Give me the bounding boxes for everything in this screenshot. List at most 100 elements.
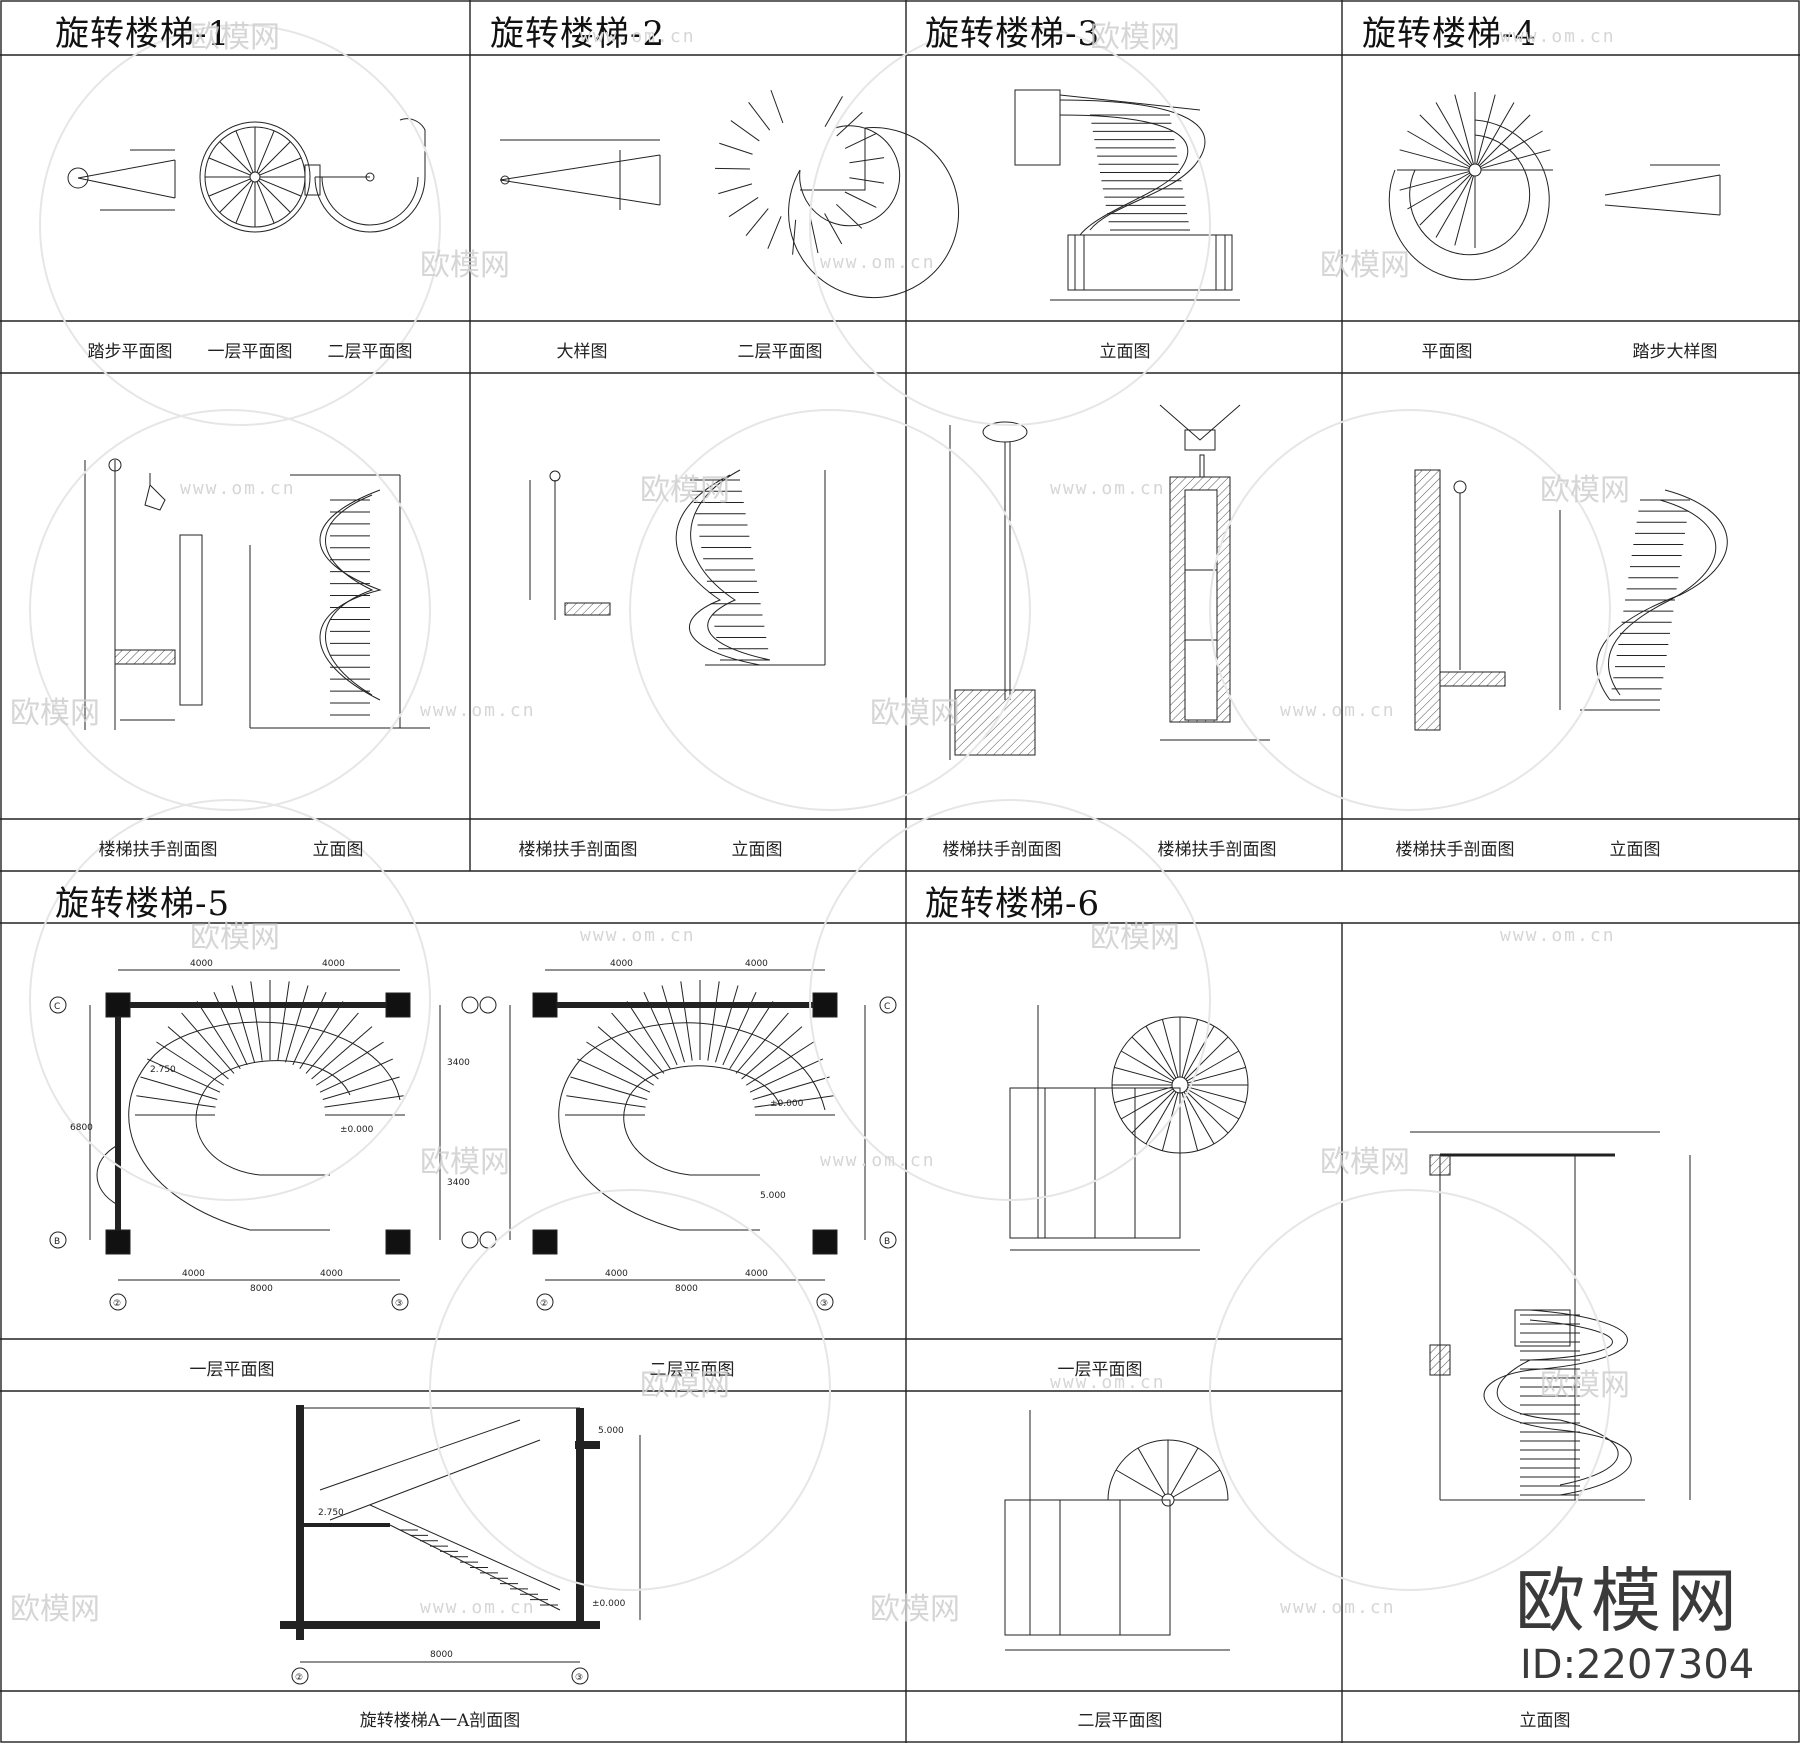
stair-tread-line: [722, 991, 757, 1066]
watermark-text: 欧模网: [10, 696, 100, 731]
stair-tread-line: [597, 1026, 659, 1080]
caption-s1-floor2-plan: 二层平面图: [327, 342, 413, 362]
stair-tread-line: [707, 981, 720, 1061]
stair-tread-line: [259, 157, 302, 176]
stair-tread-line: [208, 157, 251, 176]
s5-f2-dim-bottom-1: 4000: [605, 1269, 628, 1279]
s5-f1-grid-2: ②: [113, 1299, 121, 1309]
stair-tread-line: [1183, 1025, 1215, 1079]
s5-section: [280, 1405, 641, 1685]
s6-floor2-plan: [1004, 1410, 1230, 1651]
stair-tread-line: [1120, 1050, 1174, 1082]
stair-tread-line: [167, 1026, 229, 1080]
stair-tread-line: [748, 102, 771, 131]
stair-tread-line: [1454, 94, 1474, 165]
s5-f2-level-b: ±0.000: [770, 1099, 804, 1109]
stair-tread-line: [1114, 1066, 1173, 1084]
s5-f1-dim-top-1: 4000: [190, 959, 213, 969]
caption-s4-elevation: 立面图: [1609, 840, 1661, 860]
stair-tread-line: [1478, 114, 1531, 167]
s5-f1-dim-total: 8000: [250, 1284, 273, 1294]
stair-tread-line: [219, 180, 252, 213]
stair-tread-line: [1145, 1091, 1177, 1145]
caption-s3-handrail-b: 楼梯扶手剖面图: [1157, 840, 1277, 860]
stair-tread-line: [1172, 1469, 1221, 1498]
watermark-text: 欧模网: [640, 1368, 730, 1403]
watermark-url: www.om.cn: [1050, 478, 1166, 499]
stair-tread-line: [745, 208, 769, 236]
watermark-text: 欧模网: [190, 20, 280, 55]
stair-tread-line: [836, 111, 863, 137]
s5-sec-level-top: 5.000: [598, 1426, 624, 1436]
stair-tread-line: [566, 1095, 646, 1108]
s5-f1-grid-c: C: [54, 1002, 60, 1012]
stair-tread-line: [752, 1076, 830, 1100]
stair-tread-line: [213, 991, 248, 1066]
watermark-text: 欧模网: [10, 1592, 100, 1627]
stair-tread-line: [728, 197, 759, 218]
stair-tread-line: [770, 89, 784, 124]
stair-tread-line: [824, 96, 843, 127]
s2-detail: [499, 139, 661, 210]
stair-tread-line: [1480, 149, 1551, 169]
s5-f2-dim-top-1: 4000: [610, 959, 633, 969]
stair-tread-line: [277, 981, 290, 1061]
caption-s1-handrail: 楼梯扶手剖面图: [98, 840, 218, 860]
stair-tread-line: [136, 1095, 216, 1108]
s6-elevation: [1410, 1131, 1691, 1501]
watermark-url: www.om.cn: [580, 925, 696, 946]
s3-handrail-section-b: [1159, 404, 1270, 741]
watermark-text: 欧模网: [1320, 248, 1410, 283]
s5-f2-dim-bottom-2: 4000: [745, 1269, 768, 1279]
caption-s2-handrail: 楼梯扶手剖面图: [518, 840, 638, 860]
s5-f1-grid-3: ③: [395, 1299, 403, 1309]
stair-tread-line: [1181, 1019, 1199, 1078]
watermark-url: www.om.cn: [1500, 925, 1616, 946]
s1-floor2-plan: [304, 118, 426, 233]
stair-tread-line: [680, 981, 693, 1061]
watermark-text: 欧模网: [1090, 20, 1180, 55]
watermark-text: 欧模网: [420, 248, 510, 283]
s5-f2-grid-3: ③: [820, 1299, 828, 1309]
watermark-roundels: [29, 24, 1611, 1591]
stair-tread-line: [1479, 130, 1543, 168]
s5-floor2-plan: [479, 969, 897, 1311]
stair-tread-line: [729, 1001, 774, 1070]
s5-f1-dim-bottom-2: 4000: [320, 1269, 343, 1279]
stair-tread-line: [745, 1041, 814, 1086]
watermark-text: 欧模网: [420, 1145, 510, 1180]
stair-tread-line: [1187, 1086, 1246, 1104]
caption-s2-floor2-plan: 二层平面图: [737, 342, 823, 362]
stair-tread-line: [315, 1041, 384, 1086]
watermark-text: 欧模网: [870, 1592, 960, 1627]
stair-tread-line: [1454, 175, 1474, 246]
s4-handrail-section: [1414, 469, 1506, 731]
stair-tread-line: [235, 181, 254, 224]
stair-tread-line: [1399, 149, 1470, 169]
stair-tread-line: [208, 178, 251, 197]
stair-tread-line: [570, 1076, 648, 1100]
section-title-2: 旋转楼梯-2: [490, 14, 666, 54]
stair-tread-line: [715, 985, 739, 1063]
stair-tread-line: [1115, 1469, 1164, 1498]
stair-tread-line: [196, 1001, 241, 1070]
stair-tread-line: [311, 1026, 373, 1080]
s5-f1-grid-b: B: [54, 1237, 60, 1247]
watermark-url: www.om.cn: [420, 700, 536, 721]
stair-tread-line: [836, 203, 863, 229]
stair-tread-line: [299, 1001, 344, 1070]
stair-tread-line: [1114, 1086, 1173, 1104]
caption-s4-handrail: 楼梯扶手剖面图: [1395, 840, 1515, 860]
caption-s2-elevation: 立面图: [731, 840, 783, 860]
caption-s4-plan: 平面图: [1421, 342, 1473, 362]
section-title-5: 旋转楼梯-5: [55, 884, 231, 924]
stair-tread-line: [849, 177, 885, 184]
stair-tread-line: [292, 991, 327, 1066]
s2-elevation: [675, 469, 826, 666]
caption-s5-floor1: 一层平面图: [189, 1360, 275, 1380]
stair-tread-line: [643, 991, 678, 1066]
s5-f2-grid-c: C: [884, 1002, 890, 1012]
stair-tread-line: [844, 132, 877, 149]
section-title-1: 旋转楼梯-1: [55, 14, 231, 54]
